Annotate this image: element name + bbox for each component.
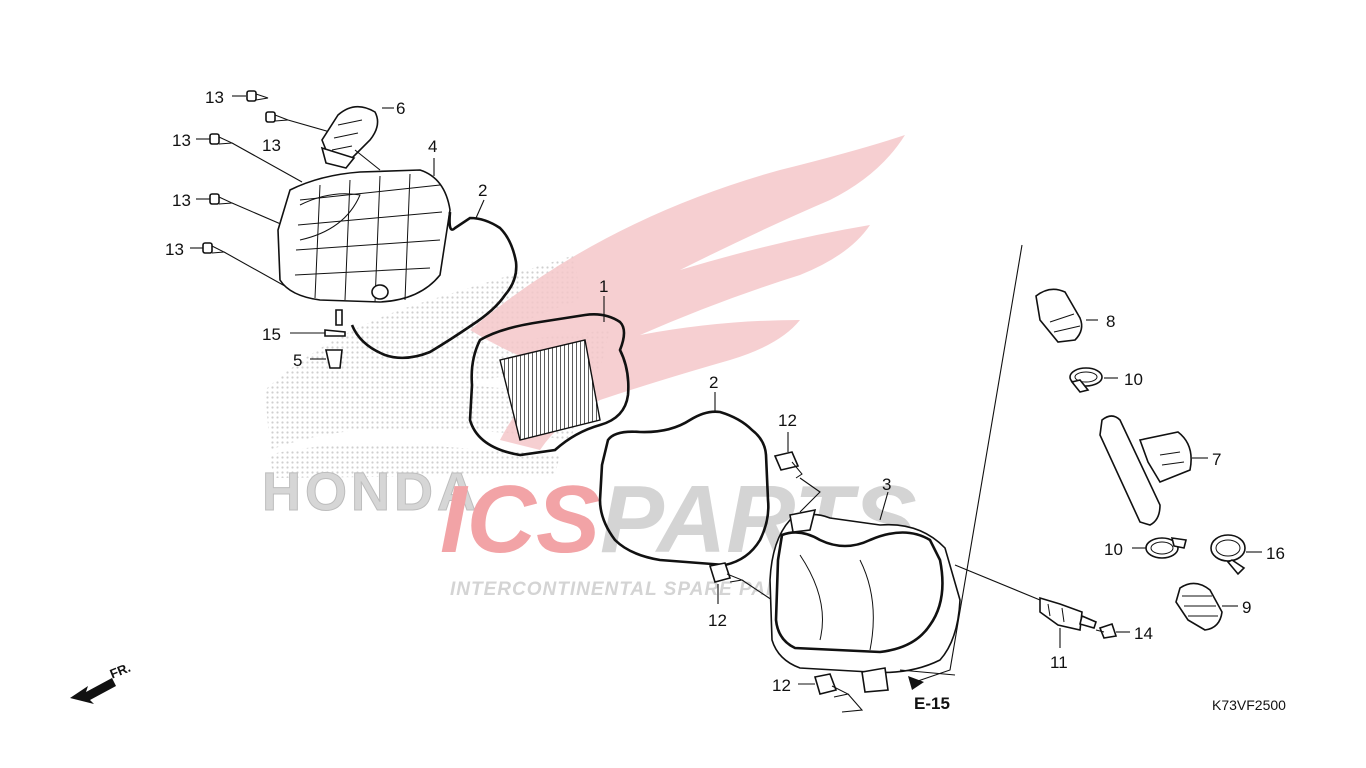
callout-7[interactable]: 7 (1212, 450, 1221, 469)
watermark-brand: ICSPARTS (440, 466, 917, 573)
elbow-part-8[interactable] (1035, 288, 1098, 343)
callout-16[interactable]: 16 (1266, 544, 1285, 563)
callout-8[interactable]: 8 (1106, 312, 1115, 331)
clamp-part-10-upper[interactable] (1069, 367, 1118, 393)
callout-15[interactable]: 15 (262, 325, 281, 344)
callout-14[interactable]: 14 (1134, 624, 1153, 643)
bolt-12-upper[interactable] (773, 432, 821, 513)
callout-2-upper[interactable]: 2 (478, 181, 487, 200)
front-label: FR. (108, 660, 133, 682)
callout-13-b[interactable]: 13 (262, 136, 281, 155)
callout-2-lower[interactable]: 2 (709, 373, 718, 392)
gasket-part-2-upper[interactable] (350, 199, 518, 360)
callout-12-upper[interactable]: 12 (778, 411, 797, 430)
bolt-12-lower[interactable] (798, 673, 864, 713)
callout-11[interactable]: 11 (1050, 653, 1068, 672)
callout-5[interactable]: 5 (293, 351, 302, 370)
screw-13-b[interactable] (265, 111, 331, 133)
callout-3[interactable]: 3 (882, 475, 891, 494)
callout-12-middle[interactable]: 12 (708, 611, 727, 630)
air-duct-part-6[interactable] (320, 105, 394, 169)
clamp-part-10-lower[interactable] (1132, 537, 1187, 559)
boot-part-9[interactable] (1175, 582, 1238, 631)
reference-arrow (899, 244, 1023, 690)
drain-part-11[interactable] (954, 564, 1097, 648)
watermark-brand-accent: ICS (440, 466, 600, 573)
screw-13-e[interactable] (190, 242, 293, 291)
callout-13-e[interactable]: 13 (165, 240, 184, 259)
callout-labels: 13 13 13 13 13 6 4 2 1 15 5 2 12 3 12 12… (165, 88, 1286, 713)
callout-13-d[interactable]: 13 (172, 191, 191, 210)
callout-12-lower[interactable]: 12 (772, 676, 791, 695)
gasket-part-2-lower[interactable] (598, 392, 770, 567)
callout-4[interactable]: 4 (428, 137, 437, 156)
screw-13-a[interactable] (232, 90, 269, 102)
watermark-wing-dots-2 (268, 443, 560, 478)
air-cleaner-cover-part-4[interactable] (277, 149, 451, 326)
air-cleaner-case-part-3[interactable] (769, 491, 961, 693)
screw-13-d[interactable] (196, 193, 291, 229)
clamp-part-16[interactable] (1210, 534, 1262, 576)
callout-1[interactable]: 1 (599, 277, 608, 296)
connecting-tube-part-7[interactable] (1099, 415, 1208, 526)
callout-13-c[interactable]: 13 (172, 131, 191, 150)
front-arrow-icon (70, 678, 116, 704)
screw-13-c[interactable] (196, 133, 303, 183)
callout-10-upper[interactable]: 10 (1124, 370, 1143, 389)
callout-10-lower[interactable]: 10 (1104, 540, 1123, 559)
clip-part-5[interactable] (310, 349, 343, 369)
air-filter-element-part-1[interactable] (468, 296, 630, 457)
watermark-tagline: INTERCONTINENTAL SPARE PARTS (450, 579, 807, 600)
callout-9[interactable]: 9 (1242, 598, 1251, 617)
callout-6[interactable]: 6 (396, 99, 405, 118)
front-direction-indicator: FR. (70, 660, 133, 704)
reference-e15[interactable]: E-15 (914, 694, 950, 713)
watermark-honda: HONDA (262, 462, 480, 522)
callout-13-a[interactable]: 13 (205, 88, 224, 107)
diagram-code: K73VF2500 (1212, 697, 1286, 713)
pin-part-15[interactable] (290, 329, 346, 337)
bolt-12-middle[interactable] (708, 562, 776, 604)
screw-part-14[interactable] (1095, 622, 1130, 639)
